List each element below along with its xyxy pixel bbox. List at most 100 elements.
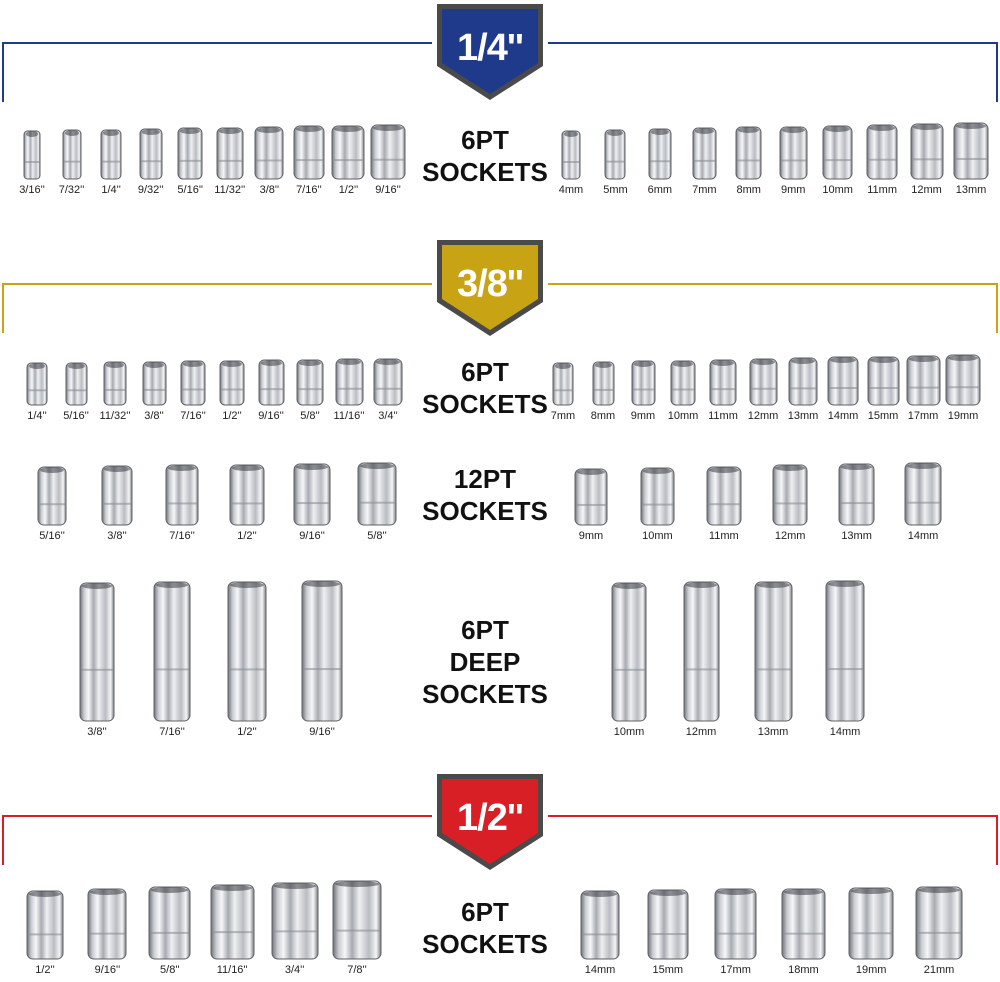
socket-image [335, 358, 363, 406]
socket-size-label: 19mm [947, 410, 979, 422]
socket-image [915, 886, 963, 960]
socket-item: 7/16'' [152, 464, 212, 542]
socket-item: 7/8'' [327, 880, 387, 976]
half-6pt-label: 6PT SOCKETS [410, 896, 560, 960]
socket-image [165, 464, 199, 526]
socket-item: 8mm [719, 126, 779, 196]
socket-size-label: 14mm [827, 410, 859, 422]
socket-item: 1/2'' [202, 360, 262, 422]
socket-image [26, 362, 48, 406]
socket-image [574, 468, 608, 526]
socket-image [561, 130, 581, 180]
socket-item: 12mm [760, 464, 820, 542]
type-line-1: 6PT [461, 897, 509, 927]
socket-size-label: 9/32'' [137, 184, 164, 196]
socket-item: 19mm [841, 887, 901, 976]
socket-item: 14mm [815, 580, 875, 738]
badge-shape [437, 4, 543, 100]
socket-item: 15mm [638, 889, 698, 976]
socket-image [772, 464, 808, 526]
socket-size-label: 5/8'' [160, 964, 180, 976]
socket-item: 1/4'' [7, 362, 67, 422]
socket-image [254, 126, 284, 180]
quarter-frame-left [2, 42, 4, 102]
socket-item: 3/8'' [67, 582, 127, 738]
threeeighth-frame-left [2, 283, 4, 333]
socket-size-label: 8mm [590, 410, 616, 422]
socket-image [692, 127, 717, 180]
half-frame-top-right [548, 815, 998, 817]
socket-item: 13mm [941, 122, 1000, 196]
socket-image [749, 358, 777, 406]
socket-size-label: 9mm [578, 530, 604, 542]
socket-size-label: 9mm [780, 184, 806, 196]
socket-item: 3/16'' [2, 130, 62, 196]
socket-image [258, 359, 284, 406]
socket-item: 7mm [533, 362, 593, 422]
socket-size-label: 15mm [867, 410, 899, 422]
threeeighth-12pt-label: 12PT SOCKETS [410, 463, 560, 527]
socket-item: 9mm [561, 468, 621, 542]
socket-item: 9/32'' [121, 128, 181, 196]
socket-image [271, 882, 319, 960]
socket-image [103, 361, 127, 406]
socket-image [153, 581, 191, 722]
socket-size-label: 5/16'' [177, 184, 204, 196]
socket-size-label: 10mm [613, 726, 645, 738]
socket-size-label: 12mm [747, 410, 779, 422]
socket-item: 13mm [743, 581, 803, 738]
half-frame-left [2, 815, 4, 865]
socket-image [26, 890, 64, 960]
socket-size-label: 11mm [867, 184, 897, 196]
socket-item: 11mm [694, 466, 754, 542]
socket-size-label: 9/16'' [309, 726, 335, 738]
socket-image [779, 126, 808, 180]
socket-image [580, 890, 620, 960]
socket-size-label: 1/2'' [338, 184, 359, 196]
socket-image [301, 580, 343, 722]
socket-item: 3/4'' [358, 358, 418, 422]
socket-image [139, 128, 163, 180]
socket-size-label: 18mm [788, 964, 819, 976]
socket-image [65, 362, 87, 406]
socket-size-label: 7/8'' [347, 964, 367, 976]
socket-item: 5/8'' [280, 359, 340, 422]
socket-image [142, 361, 166, 406]
socket-image [945, 354, 981, 406]
socket-image [227, 581, 267, 722]
threeeighth-deep-label: 6PT DEEP SOCKETS [390, 614, 580, 710]
socket-item: 3/8'' [124, 361, 184, 422]
socket-item: 1/2'' [15, 890, 75, 976]
socket-image [62, 129, 82, 180]
type-line-2: SOCKETS [422, 929, 548, 959]
socket-item: 6mm [630, 128, 690, 196]
half-badge-text: 1/2'' [457, 796, 524, 839]
socket-item: 12mm [897, 123, 957, 196]
socket-size-label: 10mm [822, 184, 853, 196]
threeeighth-frame-top-right [548, 283, 998, 285]
socket-size-label: 7/16'' [296, 184, 322, 196]
socket-size-label: 7/16'' [180, 410, 206, 422]
socket-size-label: 9mm [630, 410, 656, 422]
badge-shape [437, 240, 543, 336]
socket-item: 14mm [893, 462, 953, 542]
socket-image [373, 358, 403, 406]
socket-size-label: 5/16'' [63, 410, 89, 422]
socket-image [906, 355, 940, 406]
quarter-frame-top-left [2, 42, 432, 44]
threeeighth-badge-text: 3/8'' [457, 262, 524, 305]
socket-item: 9/16'' [292, 580, 352, 738]
socket-size-label: 9/16'' [258, 410, 284, 422]
socket-size-label: 6mm [647, 184, 673, 196]
socket-item: 7/32'' [42, 129, 102, 196]
socket-item: 11/32'' [85, 361, 145, 422]
socket-item: 9/16'' [358, 124, 418, 196]
socket-size-label: 3/8'' [144, 410, 164, 422]
socket-item: 9mm [763, 126, 823, 196]
socket-image [904, 462, 942, 526]
socket-size-label: 17mm [907, 410, 939, 422]
socket-size-label: 14mm [584, 964, 616, 976]
socket-size-label: 17mm [720, 964, 751, 976]
socket-image [210, 884, 255, 960]
socket-image [848, 887, 894, 960]
